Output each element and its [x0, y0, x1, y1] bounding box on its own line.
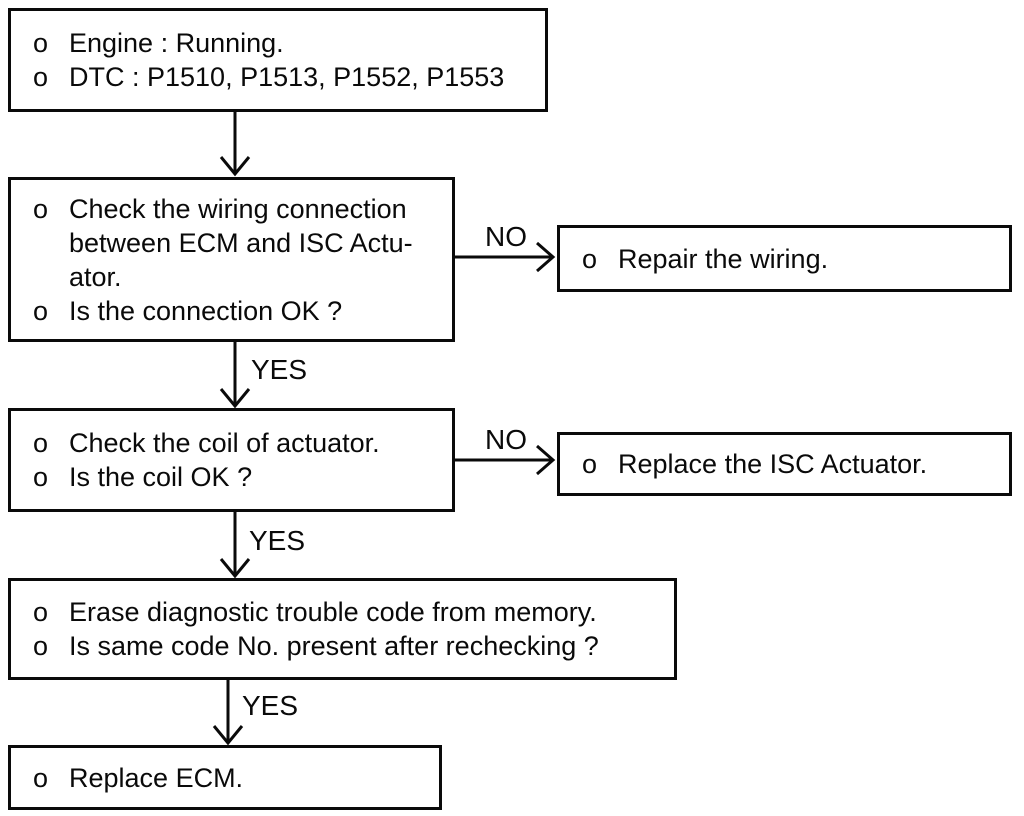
list-item: o Is same code No. present after recheck… [33, 629, 668, 663]
list-item-text: Is the coil OK ? [69, 462, 253, 492]
list-item-text: Replace the ISC Actuator. [618, 449, 928, 479]
flow-box-replace-isc-actuator: o Replace the ISC Actuator. [557, 432, 1012, 496]
bullet-marker: o [33, 428, 49, 458]
bullet-marker: o [582, 243, 598, 274]
edge-label-yes: YES [240, 690, 301, 721]
flow-box-replace-ecm: o Replace ECM. [8, 745, 442, 810]
flow-box-repair-wiring: o Repair the wiring. [557, 225, 1012, 292]
arrow-start-to-check-wiring [219, 112, 251, 177]
list-item-text: Is the connection OK ? [69, 295, 343, 326]
edge-label-yes: YES [247, 525, 308, 556]
edge-label-no: NO [483, 221, 529, 252]
list-item: o DTC : P1510, P1513, P1552, P1553 [33, 60, 539, 94]
bullet-marker: o [33, 28, 49, 58]
bullet-marker: o [582, 449, 598, 479]
list-item: o Replace the ISC Actuator. [582, 447, 1003, 481]
list-item-text: Check the coil of actuator. [69, 428, 380, 458]
list-item: o Erase diagnostic trouble code from mem… [33, 595, 668, 629]
flow-box-check-wiring: o Check the wiring connection between EC… [8, 177, 455, 342]
edge-label-yes: YES [249, 354, 310, 385]
bullet-marker: o [33, 193, 49, 224]
bullet-marker: o [33, 462, 49, 492]
list-item-text: Is same code No. present after recheckin… [69, 631, 599, 661]
arrow-yes-check-coil-to-erase-code [219, 512, 251, 579]
list-item-text: Erase diagnostic trouble code from memor… [69, 597, 597, 627]
bullet-marker: o [33, 762, 49, 793]
bullet-marker: o [33, 597, 49, 627]
list-item: o Repair the wiring. [582, 242, 1003, 276]
list-item: o Check the wiring connection between EC… [33, 192, 446, 294]
arrow-yes-check-wiring-to-check-coil [219, 342, 251, 409]
list-item-text: Check the wiring connection between ECM … [69, 193, 413, 292]
bullet-marker: o [33, 295, 49, 326]
bullet-marker: o [33, 631, 49, 661]
list-item: o Replace ECM. [33, 761, 433, 795]
flow-box-erase-code: o Erase diagnostic trouble code from mem… [8, 578, 677, 680]
flow-box-start-condition: o Engine : Running. o DTC : P1510, P1513… [8, 8, 548, 112]
list-item: o Check the coil of actuator. [33, 426, 446, 460]
list-item-text: Repair the wiring. [618, 243, 829, 274]
list-item: o Engine : Running. [33, 26, 539, 60]
list-item-text: Engine : Running. [69, 28, 284, 58]
edge-label-no: NO [483, 424, 529, 455]
list-item-text: DTC : P1510, P1513, P1552, P1553 [69, 62, 505, 92]
bullet-marker: o [33, 62, 49, 92]
list-item: o Is the connection OK ? [33, 294, 446, 328]
list-item: o Is the coil OK ? [33, 460, 446, 494]
flow-box-check-coil: o Check the coil of actuator. o Is the c… [8, 408, 455, 512]
arrow-yes-erase-code-to-replace-ecm [212, 680, 244, 746]
list-item-text: Replace ECM. [69, 762, 244, 793]
